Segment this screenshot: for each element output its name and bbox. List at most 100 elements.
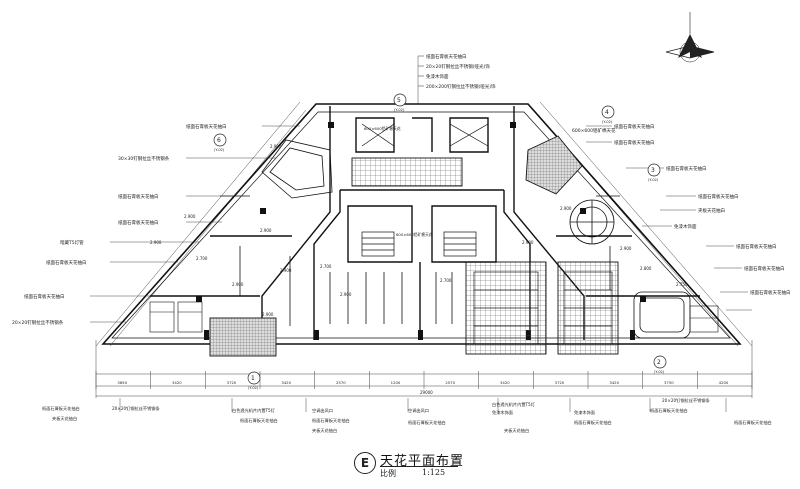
left-callout-6: 纸面石膏板天花抽白: [46, 259, 87, 266]
right-callout-8: 纸面石膏板天花抽白: [736, 243, 777, 250]
level-tag: 2.900: [560, 206, 572, 211]
left-callout-5: 暗藏T5灯管: [60, 239, 84, 246]
left-callout-1: 纸面石膏板天花抽白: [186, 123, 227, 130]
grid-sub-6: (Y-02): [214, 148, 225, 152]
linear-light-slots: [220, 195, 620, 326]
grid-label-6: 6: [217, 137, 221, 144]
right-callout-4: 纸面石膏板天花抽白: [666, 165, 707, 172]
scale-label: 比例: [380, 469, 396, 478]
bottom-callout-8: 夹板天花抽白: [312, 427, 337, 434]
title-underline: [380, 466, 458, 467]
right-callout-7: 纸面石膏板天花抽白: [698, 193, 739, 200]
left-callout-8: 20×20钉钢拉丝不锈钢条: [12, 319, 64, 326]
bottom-callout-3: 夹板天花抽白: [52, 415, 77, 422]
stair-shafts: [361, 123, 489, 257]
level-tag: 2.700: [440, 278, 452, 283]
bottom-callout-6: 空调出风口: [312, 407, 333, 414]
right-callout-6: 免漆木饰面: [674, 223, 697, 230]
building-outline: [101, 103, 742, 345]
dimension-value: 3720: [555, 380, 565, 385]
grid-label-2: 2: [657, 359, 661, 366]
bottom-callout-5: 纸面石膏板天花抽白: [240, 417, 278, 424]
dimension-value: 3750: [664, 380, 674, 385]
right-callout-10: 纸面石膏板天花抽白: [750, 289, 791, 296]
bottom-callout-13: 免漆木饰面: [574, 409, 595, 416]
level-tag: 2.700: [196, 256, 208, 261]
left-callout-3: 纸面石膏板天花抽白: [118, 193, 159, 200]
grid-label-5: 5: [397, 97, 401, 104]
dimension-total: 29000: [420, 390, 433, 395]
top-callout-4: 200×200钉钢拉丝不锈钢(哑光)饰: [426, 83, 496, 90]
dimension-value: 3420: [609, 380, 619, 385]
bottom-callout-7: 纸面石膏板天花抽白: [312, 417, 350, 424]
north-arrow-icon: [665, 12, 715, 63]
bottom-callout-12: 纸面石膏板天花抽白: [408, 419, 446, 426]
left-callout-4: 纸面石膏板天花抽白: [118, 219, 159, 226]
dimension-value: 3650: [117, 380, 127, 385]
right-callout-1: 纸面石膏板天花抽白: [614, 123, 655, 130]
bottom-callout-4: 白色透光机片内置T5灯: [232, 407, 276, 414]
grid-sub-3: (Y-02): [648, 178, 659, 182]
grid-sub-1: (Y-02): [248, 386, 259, 390]
bottom-callout-1: 纸面石膏板天花抽白: [42, 405, 80, 412]
level-tag: 2.900: [620, 246, 632, 251]
dimension-value: 3420: [172, 380, 182, 385]
top-callout-1: 纸面石膏板天花抽白: [426, 53, 467, 60]
level-tag: 2.800: [640, 266, 652, 271]
level-tag: 2.900: [340, 292, 352, 297]
level-tag: 2.750: [676, 282, 688, 287]
ceiling-grid-panels: [209, 135, 619, 357]
grid-reference-bubbles: [213, 93, 667, 385]
dimension-value: 2570: [336, 380, 346, 385]
drawing-letter: E: [354, 452, 376, 474]
level-tag: 2.900: [232, 282, 244, 287]
drawing-title-block: E 天花平面布置 比例 1:125: [354, 450, 534, 480]
top-callout-3: 免漆木饰面: [426, 73, 449, 80]
dimension-value: 3420: [281, 380, 291, 385]
grid-label-4: 4: [605, 109, 609, 116]
dimension-value: 1200: [391, 380, 401, 385]
feature-ceilings: [261, 139, 691, 339]
bottom-callout-10: 白色透光机片内置T5灯: [492, 401, 536, 408]
level-tag: 2.900: [184, 214, 196, 219]
level-tag: 2.900: [522, 240, 534, 245]
level-tag: 2.900: [270, 144, 282, 149]
level-tag: 2.900: [260, 228, 272, 233]
level-tag: 2.900: [150, 240, 162, 245]
panel-inner-frames: [473, 271, 613, 345]
dimension-lines: [95, 101, 753, 398]
left-callout-2: 30×30钉钢拉丝不锈钢条: [118, 155, 170, 162]
grid-label-1: 1: [251, 375, 255, 382]
grid-label-3: 3: [651, 167, 655, 174]
bottom-callout-16: 纸面石膏板天花抽白: [650, 407, 688, 414]
grid-sub-4: (Y-02): [602, 120, 613, 124]
bottom-callout-9: 空调出风口: [408, 407, 429, 414]
dimension-value: 3720: [227, 380, 237, 385]
scale-value: 1:125: [422, 468, 446, 477]
right-callout-9: 纸面石膏板天花抽白: [744, 265, 785, 272]
right-callout-5: 夹板天花抽白: [698, 207, 725, 214]
right-callout-2: 600×600铝矿棉天花: [572, 127, 616, 134]
right-callout-3: 纸面石膏板天花抽白: [614, 139, 655, 146]
dimension-value: 3420: [500, 380, 510, 385]
level-tag: 2.900: [280, 268, 292, 273]
left-callout-7: 纸面石膏板天花抽白: [24, 293, 65, 300]
bottom-callout-18: 纸面石膏板天花抽白: [734, 419, 772, 426]
grid-sub-2: (Y-02): [654, 370, 665, 374]
top-callout-marks: [418, 55, 424, 87]
bottom-callout-2: 20×20钉钢拉丝不锈钢条: [112, 405, 160, 412]
level-tag: 2.700: [320, 264, 332, 269]
drawing-title: 天花平面布置: [380, 454, 465, 469]
level-tag: 2.900: [262, 312, 274, 317]
grid-sub-5: (Y-02): [394, 108, 405, 112]
dimension-value: 4200: [719, 380, 729, 385]
bottom-callout-11: 免漆木饰面: [492, 409, 513, 416]
bottom-callout-15: 夹板天花抽白: [504, 427, 529, 434]
panel-label-elevator: 600×600铝矿棉天花: [396, 232, 433, 237]
bottom-callout-17: 20×20钉钢拉丝不锈钢条: [662, 397, 710, 404]
callout-leaders: [90, 56, 752, 412]
top-callout-2: 20×20钉钢拉丝不锈钢(哑光)饰: [426, 63, 490, 70]
toilet-fixtures: [149, 301, 719, 333]
